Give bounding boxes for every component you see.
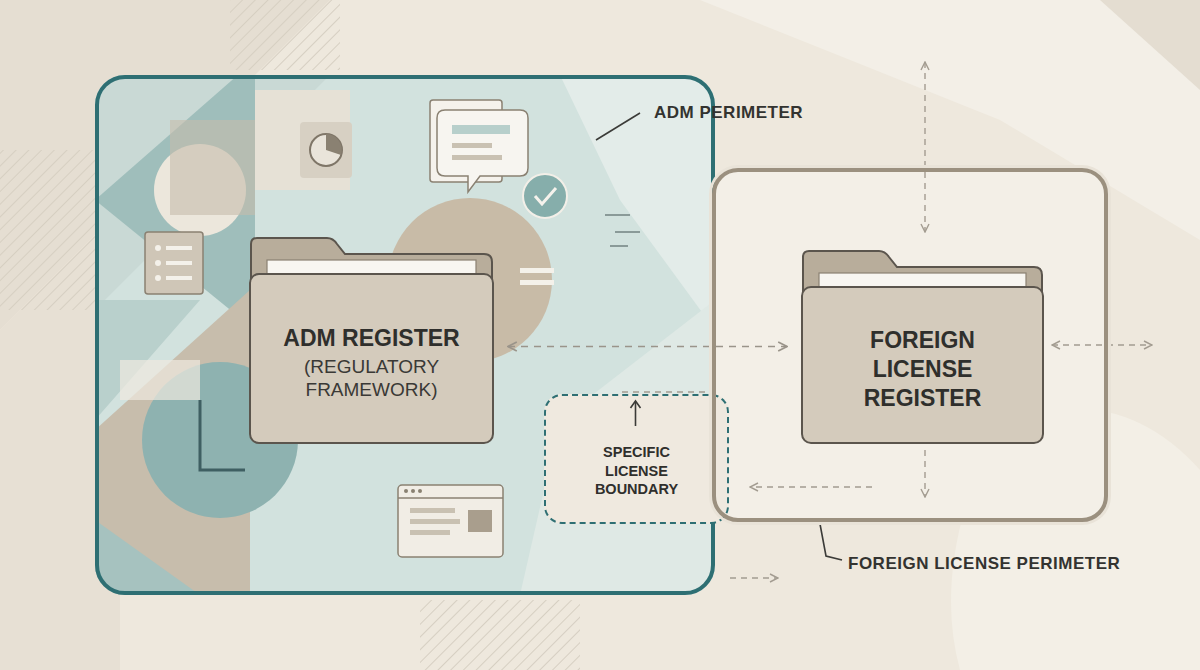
node-title: SPECIFIC LICENSE BOUNDARY (582, 443, 692, 500)
pointer-head (631, 401, 641, 408)
register-folder: FOREIGN LICENSE REGISTER (801, 249, 1044, 444)
foreign-perimeter: FOREIGN LICENSE REGISTERFOREIGN LICENSE … (712, 168, 1108, 522)
folder-front (802, 287, 1043, 443)
license-boundary: SPECIFIC LICENSE BOUNDARY (544, 394, 729, 524)
node-title: ADM REGISTER (283, 324, 459, 353)
perimeter-label: FOREIGN LICENSE PERIMETER (848, 554, 1120, 574)
folder-front (250, 274, 493, 443)
node-subtitle: (REGULATORY FRAMEWORK) (272, 355, 472, 403)
node-title: FOREIGN LICENSE REGISTER (823, 326, 1023, 412)
adm-perimeter: ADM REGISTER(REGULATORY FRAMEWORK) SPECIF… (95, 75, 715, 595)
pointer-line (635, 402, 637, 426)
dashed-connector (508, 346, 787, 348)
perimeter-label: ADM PERIMETER (654, 103, 803, 123)
register-folder: ADM REGISTER(REGULATORY FRAMEWORK) (249, 236, 494, 444)
